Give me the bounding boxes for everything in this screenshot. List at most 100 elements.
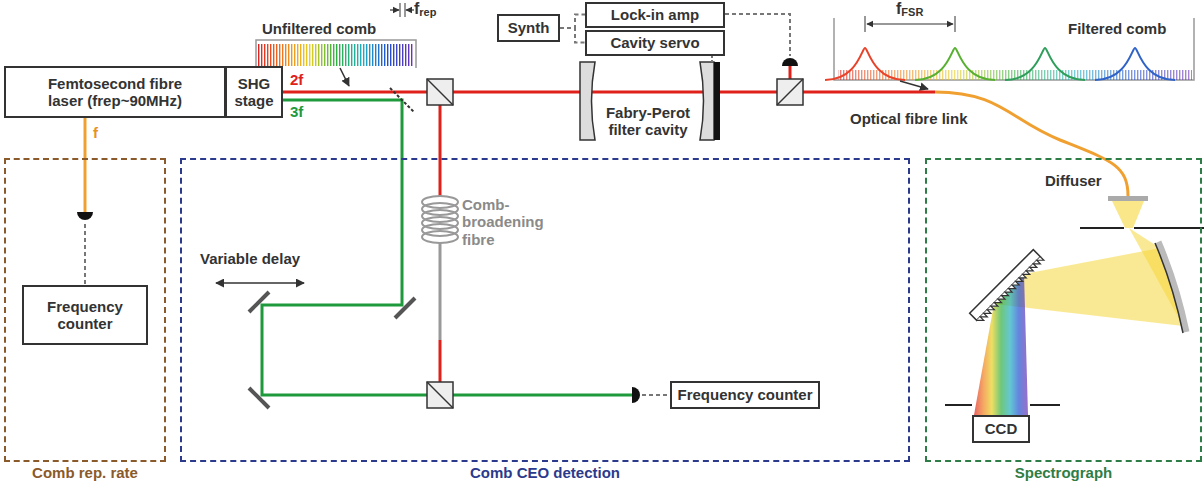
beam-splitter-cubes	[777, 79, 803, 105]
annotation-label: fFSR	[896, 0, 923, 19]
fabry-perot-mirrors	[580, 62, 595, 140]
spectrograph-optics	[1030, 404, 1060, 406]
unfiltered-comb	[390, 9, 399, 10]
instrument-box: Femtosecond fibre laser (frep~90MHz)	[4, 66, 226, 118]
spectrograph-optics	[1155, 243, 1183, 333]
dashed-region: Comb rep. rateFrequency counter	[4, 158, 166, 462]
broadening-fibre-coil	[422, 196, 458, 243]
connector-line	[84, 224, 86, 285]
annotation-label: f	[93, 124, 98, 141]
box-text: Frequency counter	[35, 298, 135, 333]
spectrograph-optics	[935, 92, 1128, 196]
annotation-label: Filtered comb	[1068, 20, 1166, 37]
filtered-comb	[825, 16, 1194, 89]
annotation-label: 3f	[290, 103, 303, 120]
filtered-comb	[900, 81, 928, 89]
annotation-label: Optical fibre link	[850, 110, 968, 127]
spectrograph-optics	[1108, 196, 1148, 201]
unfiltered-comb	[256, 40, 416, 68]
spectrograph-optics	[935, 92, 1204, 415]
instrument-box: SHG stage	[225, 66, 283, 118]
signal-connector	[560, 28, 585, 43]
box-text: Frequency counter	[677, 386, 812, 403]
unfiltered-comb	[405, 3, 406, 17]
box-text: Lock-in amp	[611, 6, 699, 23]
instrument-box: CCD	[972, 415, 1030, 443]
unfiltered-comb	[400, 3, 401, 17]
spectrograph-optics	[970, 250, 1044, 324]
spectrograph-optics	[1134, 227, 1204, 229]
annotation-label: Diffuser	[1045, 172, 1102, 189]
photodetectors	[632, 387, 640, 403]
beam-splitter-cubes	[427, 79, 453, 105]
spectrograph-optics	[970, 250, 1041, 321]
laser-beams	[282, 91, 935, 94]
instrument-box: Frequency counter	[670, 381, 820, 409]
photodetectors	[642, 394, 669, 396]
region-heading: Spectrograph	[907, 464, 1204, 481]
unfiltered-comb	[340, 68, 349, 86]
dashed-region: SpectrographCCD	[925, 158, 1202, 462]
connector-line	[84, 118, 87, 212]
filtered-comb	[834, 18, 1194, 80]
box-text: Cavity servo	[610, 34, 699, 51]
connector-line	[560, 15, 585, 29]
fabry-perot-mirrors	[711, 55, 713, 62]
fabry-perot-mirrors	[700, 62, 714, 140]
laser-beams	[262, 66, 935, 395]
laser-beams	[789, 66, 792, 79]
beam-splitter-cubes	[427, 382, 453, 408]
fabry-perot-mirrors	[714, 62, 720, 140]
spectrograph-optics	[977, 257, 1044, 324]
beam-splitter-cubes	[427, 382, 453, 408]
unfiltered-comb	[406, 9, 414, 10]
instrument-box: Lock-in amp	[585, 2, 725, 28]
annotation-label: frep	[414, 0, 436, 19]
spectrograph-optics	[1158, 242, 1186, 332]
region-heading: Comb rep. rate	[0, 464, 184, 481]
beam-splitter-cubes	[777, 79, 803, 105]
spectrograph-optics	[1080, 227, 1124, 229]
spectrograph-optics	[945, 404, 972, 406]
mirrors	[216, 282, 304, 284]
filtered-comb	[915, 48, 995, 80]
filtered-comb	[865, 16, 866, 32]
mirrors	[216, 88, 415, 408]
mirrors	[395, 298, 415, 318]
broadening-fibre-coil	[422, 231, 458, 243]
instrument-box: Frequency counter	[22, 285, 148, 345]
annotation-label: Comb-broadening fibre	[462, 196, 562, 248]
spectrograph-optics	[1112, 201, 1144, 228]
annotation-label: Unfiltered comb	[262, 20, 376, 37]
connector-line	[560, 28, 585, 43]
mirrors	[390, 88, 414, 112]
filtered-comb	[825, 48, 905, 80]
signal-connector	[560, 15, 585, 29]
signal-connector	[85, 118, 86, 285]
filtered-comb	[867, 23, 953, 24]
laser-beams	[439, 242, 442, 340]
filtered-comb	[1095, 48, 1175, 80]
laser-beams	[439, 105, 442, 196]
mirrors	[249, 292, 269, 312]
annotation-label: Variable delay	[200, 250, 300, 267]
photodetectors	[782, 58, 798, 66]
annotation-label: 2f	[290, 71, 303, 88]
beam-splitter-cubes	[427, 79, 453, 105]
unfiltered-comb	[258, 44, 414, 66]
photodetectors	[77, 212, 93, 220]
fabry-perot-mirrors	[580, 55, 720, 140]
filtered-comb	[955, 16, 956, 32]
laser-beams	[262, 100, 632, 395]
laser-beams	[439, 340, 442, 382]
filtered-comb	[1005, 48, 1085, 80]
instrument-box: Synth	[497, 14, 560, 42]
annotation-label: Fabry-Perot filter cavity	[598, 104, 698, 139]
dashed-region: Comb CEO detectionFrequency counter	[180, 158, 910, 462]
mirrors	[249, 388, 269, 408]
box-text: SHG stage	[232, 75, 276, 110]
photodetectors	[725, 14, 790, 56]
beam-splitter-cubes	[427, 79, 803, 408]
instrument-box: Cavity servo	[585, 30, 725, 56]
